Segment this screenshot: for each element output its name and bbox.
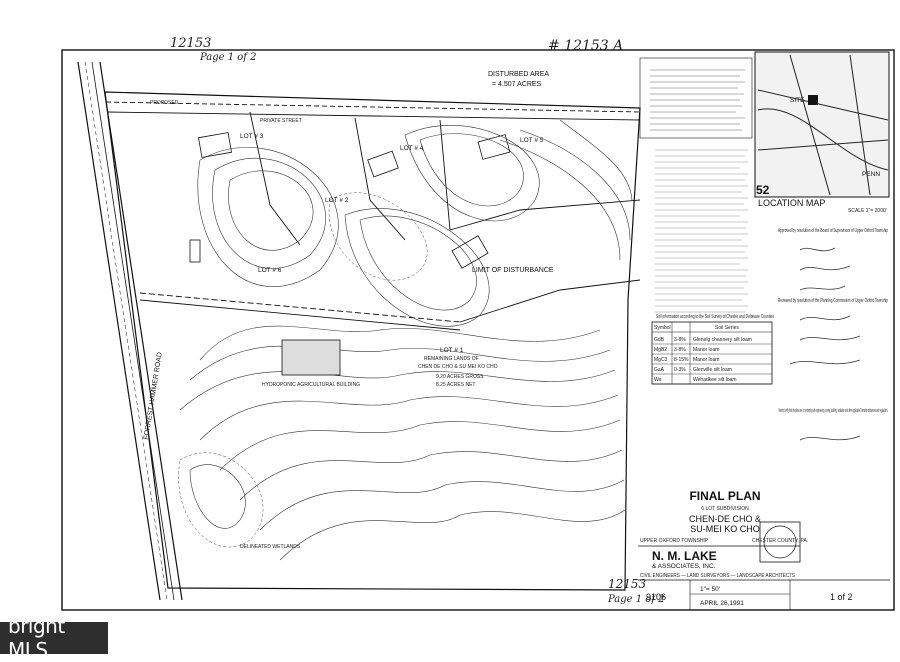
firm-description: CIVIL ENGINEERS — LAND SURVEYORS — LANDS… <box>640 573 796 579</box>
soil-row-symbol: GdB <box>654 337 665 343</box>
soil-row-series: Manor loam <box>693 347 719 353</box>
soil-table-title: Soil information according to the Soil S… <box>656 314 774 320</box>
property-boundary <box>104 91 641 591</box>
location-map-number: 52 <box>756 183 770 197</box>
lot-1-label: LOT # 1 <box>440 347 464 354</box>
location-map-site: SITE <box>790 97 805 104</box>
handwritten-page-note: Page 1 of 2 <box>199 52 257 63</box>
lot-5-label: LOT # 5 <box>520 137 544 144</box>
lot-4-label: LOT # 4 <box>400 145 424 152</box>
sheet-number: 1 of 2 <box>830 592 853 602</box>
location-map-title: LOCATION MAP <box>758 198 825 208</box>
planning-approval-text: Reviewed by resolution of the Planning C… <box>778 298 888 304</box>
soil-table-header-symbol: Symbol <box>654 325 671 331</box>
soil-row-symbol: Wa <box>654 377 662 383</box>
topographic-contours <box>178 119 633 561</box>
soil-row-slope: 3-8% <box>674 337 686 343</box>
soil-row-slope: 3-8% <box>674 347 686 353</box>
firm-subname: & ASSOCIATES, INC. <box>652 563 716 570</box>
lot-3-label: LOT # 3 <box>240 133 264 140</box>
handwritten-bottom-page: Page 1 of 2 <box>607 594 665 605</box>
road-strip: FORREST HAMMER ROAD <box>77 61 183 601</box>
remaining-lands-label: REMAINING LANDS OF <box>424 356 479 362</box>
disturbed-area-label: DISTURBED AREA <box>488 71 549 78</box>
acres-gross-label: 9.20 ACRES GROSS <box>436 374 484 380</box>
soil-row-symbol: MgB2 <box>654 347 667 353</box>
location-map: SITE PENN 52 LOCATION MAP SCALE 1"= 2000… <box>754 51 890 214</box>
handwritten-file-number-a: # 12153 A <box>548 38 623 54</box>
firm-name: N. M. LAKE <box>652 549 717 563</box>
soil-table: Soil information according to the Soil S… <box>651 314 774 385</box>
acres-net-label: 8.25 ACRES NET <box>436 382 475 388</box>
soil-row-series: Wehadkee silt loam <box>693 377 737 383</box>
plan-date: APRIL 26,1991 <box>700 600 744 607</box>
approvals-block: Approved by resolution of the Board of S… <box>778 228 888 441</box>
site-structures <box>189 132 511 376</box>
subdivision-label: 6 LOT SUBDIVISION <box>701 506 749 512</box>
title-block: FINAL PLAN 6 LOT SUBDIVISION CHEN-DE CHO… <box>638 489 890 610</box>
soil-row-slope: 0-3% <box>674 367 686 373</box>
handwritten-bottom-number: 12153 <box>608 577 647 591</box>
soil-row-series: Manor loam <box>693 357 719 363</box>
location-map-scale: SCALE 1"= 2000' <box>848 208 887 214</box>
owners-line-1: CHEN-DE CHO & <box>689 514 761 524</box>
lot-6-label: LOT # 6 <box>258 267 282 274</box>
lot-lines <box>105 101 641 331</box>
soil-table-header-series: Soil Series <box>715 325 739 331</box>
soil-row-series: Glenville silt loam <box>693 367 732 373</box>
soil-row-symbol: GaA <box>654 367 665 373</box>
handwritten-file-number: 12153 <box>170 36 211 51</box>
plan-scale: 1"= 50' <box>700 586 720 593</box>
disturbed-area-value: = 4.507 ACRES <box>492 81 542 88</box>
owners-line-2: SU-MEI KO CHO <box>690 524 760 534</box>
township-label: UPPER OXFORD TOWNSHIP <box>640 538 709 544</box>
certify-text: I hereby certify that the plans are in c… <box>778 408 888 414</box>
remaining-owner-label: CHEN DE CHO & SU MEI KO CHO <box>418 364 498 370</box>
private-street-label: PRIVATE STREET <box>260 118 302 124</box>
sheet-border <box>61 49 895 611</box>
watermark-text: bright MLS <box>8 614 65 662</box>
limit-of-disturbance-label: LIMIT OF DISTURBANCE <box>472 267 554 274</box>
soil-row-series: Glenelg channery silt loam <box>693 337 752 343</box>
lot-2-label: LOT # 2 <box>325 197 349 204</box>
bright-mls-watermark: bright MLS <box>0 614 108 662</box>
soil-row-slope: 8-15% <box>674 357 689 363</box>
location-map-corner: PENN <box>862 171 880 178</box>
proposed-label: PROPOSED <box>150 100 179 106</box>
general-notes <box>639 57 753 313</box>
soil-row-symbol: MgC3 <box>654 357 668 363</box>
board-approval-text: Approved by resolution of the Board of S… <box>778 228 888 234</box>
county-label: CHESTER COUNTY, PA. <box>752 538 808 544</box>
final-plan-title: FINAL PLAN <box>689 489 760 503</box>
plan-number: 9106 <box>646 592 666 602</box>
wetlands-label: DELINEATED WETLANDS <box>240 544 301 550</box>
building-label: HYDROPONIC AGRICULTURAL BUILDING <box>262 382 360 388</box>
